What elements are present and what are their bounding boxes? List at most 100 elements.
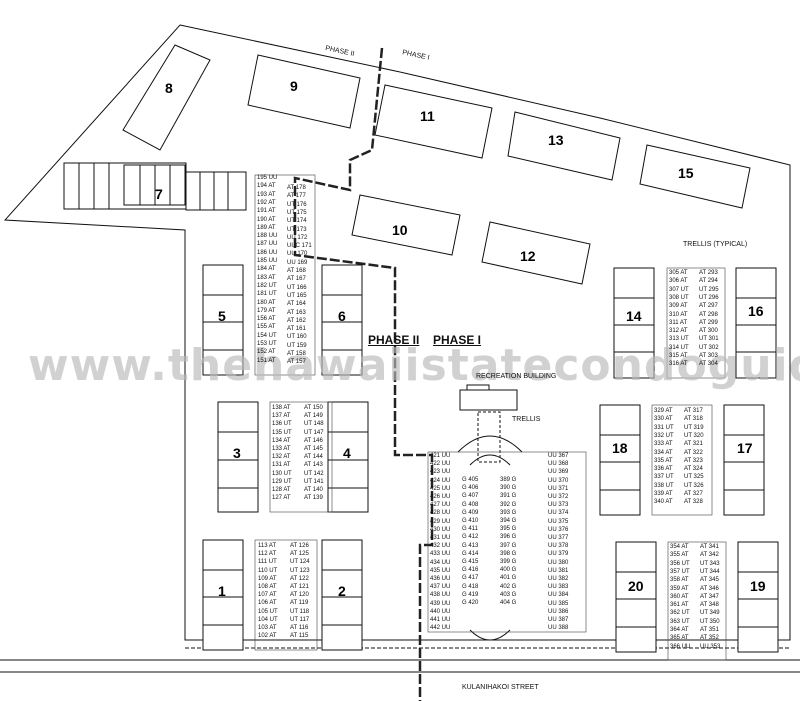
parking-stall: AT 345 [700,577,719,584]
parking-stall: 399 G [500,559,517,565]
parking-stall: 392 G [500,501,517,508]
parking-stall: 102 AT [258,633,277,640]
parking-stall: 128 AT [272,487,291,493]
parking-stall: 423 UU [430,469,451,476]
parking-stall: UU 377 [548,535,569,541]
parking-stall: UT 147 [304,429,324,436]
parking-stall: AT 341 [700,544,719,550]
parking-stall: UU 385 [548,600,569,607]
parking-stall: UU 381 [548,567,569,574]
parking-stall: 113 AT [258,543,277,549]
parking-stall: G 412 [462,534,479,541]
parking-stall: 335 AT [654,457,673,464]
parking-stall: 194 AT [257,183,276,190]
parking-stall: UU 387 [548,617,569,623]
parking-stall: 401 G [500,575,517,582]
parking-stall: 151 AT [257,357,276,364]
parking-stall: 134 AT [272,437,291,444]
parking-stall: 364 AT [670,627,689,633]
parking-stall: 131 AT [272,462,291,469]
parking-stall: 441 UU [430,617,451,623]
building-11-number: 11 [420,108,435,124]
building-2-number: 2 [338,583,346,599]
parking-stall: 437 UU [430,584,451,591]
parking-stall: AT 351 [700,627,719,633]
parking-stall: UT 319 [684,424,704,431]
parking-stall: 130 UT [272,470,292,477]
parking-stall: AT 158 [287,351,306,357]
parking-stall: AT 324 [684,466,703,473]
parking-stall: UU 379 [548,551,569,558]
parking-stall: 359 AT [670,585,689,592]
parking-stall: 135 UT [272,429,292,436]
parking-stall: AT 297 [699,303,718,310]
parking-stall: 308 UT [669,294,689,301]
parking-stall: 104 UT [258,616,278,623]
parking-stall: UU 367 [548,453,569,459]
parking-stall: AT 317 [684,408,703,414]
watermark: www.thehawaiistatecondoguide.com [28,340,800,391]
parking-stall: 424 UU [430,477,451,484]
building-16 [735,267,777,379]
parking-stall: 361 AT [670,602,689,609]
parking-stall: 402 G [500,583,517,590]
parking-stall: 339 AT [654,491,673,497]
parking-stall: 192 AT [257,199,276,206]
parking-stall: 309 AT [669,303,688,310]
parking-stall: AT 323 [684,457,703,464]
building-5-number: 5 [218,308,226,324]
parking-stall: 422 UU [430,461,451,468]
building-12 [481,221,591,285]
parking-stall: G 408 [462,501,479,508]
parking-stall: AT 116 [290,625,309,631]
parking-stall: AT 161 [287,326,306,333]
building-18 [599,404,641,516]
parking-stall: UT 124 [290,559,310,566]
parking-stall: UT 148 [304,421,324,428]
parking-stall: UU 382 [548,576,569,582]
parking-stall: 191 AT [257,208,276,215]
parking-stall: AT 140 [304,487,323,493]
parking-stall: UU 376 [548,526,569,533]
parking-stall: 354 AT [670,544,689,550]
parking-stall: G 406 [462,485,479,492]
parking-stall: 188 UU [257,233,278,240]
parking-stall: 133 AT [272,446,291,452]
parking-stall: 307 UT [669,286,689,293]
parking-stall: 433 UU [430,551,451,558]
parking-stall: 357 UT [670,568,690,575]
building-20 [615,541,657,653]
parking-stall: AT 150 [304,405,323,411]
parking-stall: AT 168 [287,268,306,274]
parking-stall: G 414 [462,550,479,557]
parking-stall: 394 G [500,518,517,524]
parking-stall: AT 328 [684,499,703,506]
parking-stall: 127 AT [272,495,291,502]
parking-stall: 421 UU [430,453,451,459]
building-3-number: 3 [233,445,241,461]
parking-stall: 393 G [500,509,517,516]
parking-stall: 337 UT [654,474,674,481]
parking-stall: 432 UU [430,543,451,550]
parking-stall: UU 380 [548,559,569,566]
parking-stall: 400 G [500,567,517,574]
parking-stall: 404 G [500,600,517,606]
parking-stall: 108 AT [258,584,277,590]
phase-divider [293,47,434,701]
parking-stall: 442 UU [430,625,451,632]
parking-stall: AT 322 [684,449,703,456]
parking-stall: 155 AT [257,324,276,331]
parking-stall: UT 166 [287,284,307,291]
parking-stall: 305 AT [669,270,688,276]
parking-stall: UT 326 [684,482,704,489]
building-4 [327,401,369,513]
parking-stall: UT 325 [684,474,704,481]
parking-stall: AT 294 [699,278,718,285]
parking-stall: UT 349 [700,610,720,617]
parking-stall: UT 142 [304,470,324,477]
building-4-number: 4 [343,445,351,461]
parking-stall: UT 174 [287,218,307,225]
parking-stall: 189 AT [257,224,276,231]
parking-stall: 105 UT [258,608,278,615]
parking-stall: 329 AT [654,408,673,414]
